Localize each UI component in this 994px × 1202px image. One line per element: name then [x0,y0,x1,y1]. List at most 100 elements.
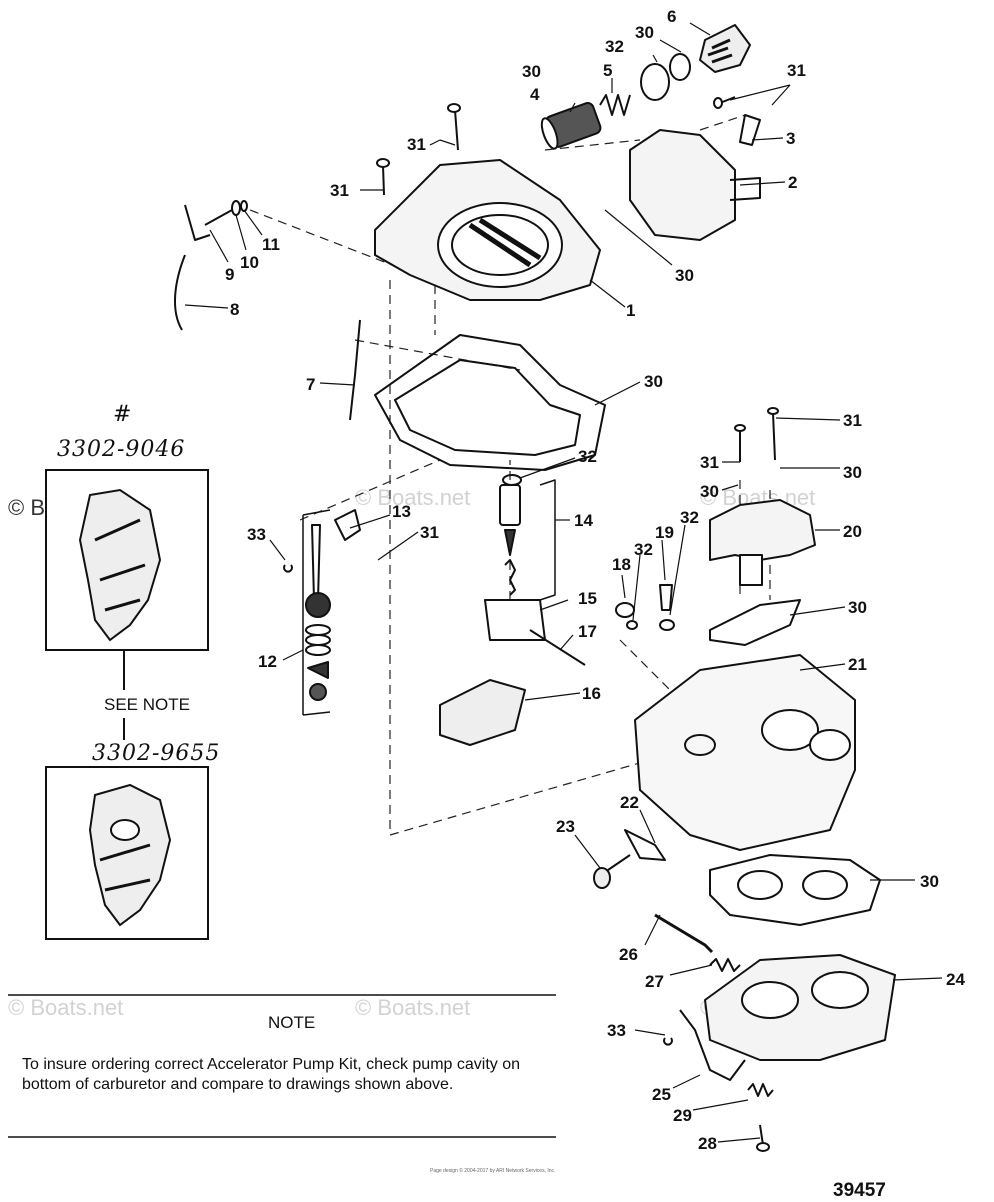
callout-31-e: 31 [700,453,719,472]
fuel-filter [540,102,602,150]
callout-26: 26 [619,945,638,964]
callout-30-c: 30 [675,266,694,285]
callout-2: 2 [788,173,797,192]
diagram-code: 39457 [833,1180,886,1201]
callout-24: 24 [946,970,965,989]
cluster-gasket [709,599,801,646]
callout-30-b: 30 [635,23,654,42]
callout-31-a: 31 [787,61,806,80]
filter-spring [599,94,631,116]
inlet-gasket [640,63,670,101]
callout-28: 28 [698,1134,717,1153]
float-pin [529,629,586,666]
choke-housing [629,129,736,241]
pump-lever [334,509,361,541]
copyright-fine-print: Page design © 2004-2017 by ARI Network S… [430,1168,556,1174]
callout-32-b: 32 [578,447,597,466]
watermark-mid: © Boats.net [355,485,470,510]
inset-part-bottom: 3302-9655 [92,741,220,766]
screw [734,424,746,462]
leader-lines [184,22,943,1143]
needle-seat-bracket [539,479,556,601]
callout-17: 17 [578,622,597,641]
callout-27: 27 [645,972,664,991]
callout-11: 11 [262,235,280,254]
callout-21: 21 [848,655,867,674]
float-bowl-body [634,654,856,851]
throttle-lever [624,829,666,861]
choke-lever [739,114,761,146]
callout-7: 7 [306,375,315,394]
pump-cavity-drawing-a [78,488,162,642]
callout-10: 10 [240,253,259,272]
note-title: NOTE [268,1013,316,1032]
callout-22: 22 [620,793,639,812]
idle-needle [654,913,714,954]
pump-cluster [709,499,816,561]
watermark-bottom-mid: © Boats.net [355,995,470,1020]
callout-31-f: 31 [843,411,862,430]
callout-9: 9 [225,265,234,284]
callout-30-e: 30 [843,463,862,482]
callout-18: 18 [612,555,631,574]
note-body: To insure ordering correct Accelerator P… [22,1056,520,1093]
callout-19: 19 [655,523,674,542]
callout-30-d: 30 [644,372,663,391]
screw [376,158,390,196]
callout-23: 23 [556,817,575,836]
callout-30-h: 30 [920,872,939,891]
callout-31-d: 31 [420,523,439,542]
callout-5: 5 [603,61,612,80]
watermark-bottom-left: © Boats.net [8,995,123,1020]
callout-15: 15 [578,589,597,608]
callout-8: 8 [230,300,239,319]
callout-31-b: 31 [407,135,426,154]
seat-gasket [502,474,522,486]
callout-30-f: 30 [700,482,719,501]
float [439,679,526,746]
callout-32-c: 32 [634,540,653,559]
screw [767,407,779,461]
callout-16: 16 [582,684,601,703]
callouts: 1 2 3 4 30 5 32 30 6 31 31 31 30 9 10 11… [225,7,965,1153]
callout-32-a: 32 [605,37,624,56]
inset-part-top: 3302-9046 [57,437,185,462]
callout-12: 12 [258,652,277,671]
throttle-shaft-lever [679,1009,746,1081]
callout-4: 4 [530,85,540,104]
inset-hash: # [113,402,132,427]
idle-jet [615,602,635,618]
pump-rod [349,319,361,421]
screw [713,96,736,109]
retaining-clip [663,1037,673,1046]
callout-31-c: 31 [330,181,349,200]
callout-33-b: 33 [607,1021,626,1040]
idle-spring [709,958,741,972]
pump-assembly-bracket [302,509,331,716]
callout-29: 29 [673,1106,692,1125]
air-horn-gasket [374,334,606,471]
callout-30-g: 30 [848,598,867,617]
callout-33-a: 33 [247,525,266,544]
callout-25: 25 [652,1085,671,1104]
callout-6: 6 [667,7,676,26]
parts [174,24,896,1152]
callout-13: 13 [392,502,411,521]
adjust-screw [593,867,611,889]
callout-3: 3 [786,129,795,148]
callout-14: 14 [574,511,593,530]
power-valve [659,584,673,611]
retaining-clip [283,564,293,573]
throttle-screw [756,1124,770,1152]
base-gasket [709,854,881,926]
see-note-label: SEE NOTE [104,695,190,714]
inlet-nut [699,24,751,73]
throttle-spring [747,1083,774,1097]
pump-plunger [311,524,321,601]
choke-rod-lever [184,204,211,241]
callout-32-d: 32 [680,508,699,527]
pump-cavity-inset: # 3302-9046 SEE NOTE 3302-9655 [45,402,220,940]
callout-30-a: 30 [522,62,541,81]
choke-rod [174,254,186,331]
